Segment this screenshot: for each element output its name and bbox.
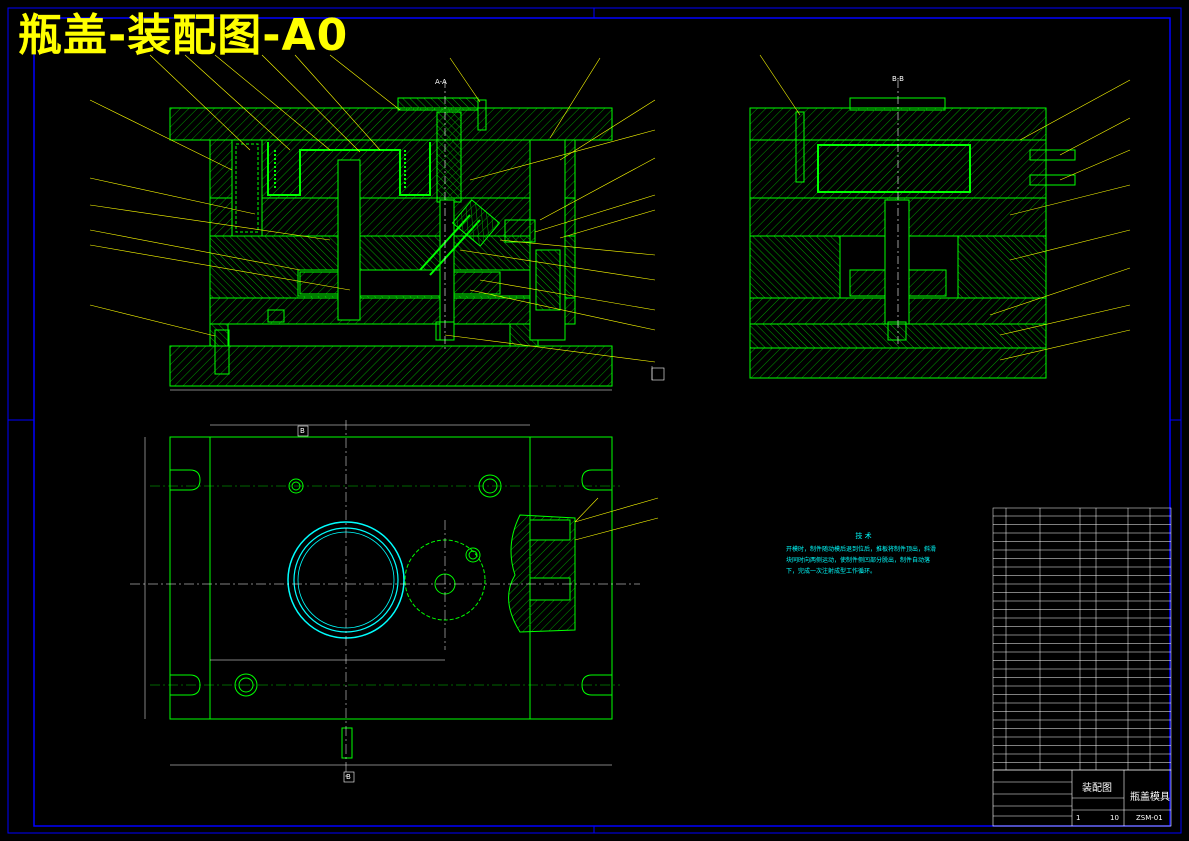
side-section-view <box>749 80 1076 379</box>
technical-notes-title: 技 术 <box>855 532 872 540</box>
sheet-frame <box>7 7 1182 834</box>
plan-section-mark-bottom: B <box>346 773 351 781</box>
front-section-label: A-A <box>435 78 447 86</box>
technical-notes-body: 开模时，制件随动模后退到位后，推板将制件顶出，斜滑块同时向两侧运动，使制件侧凹部… <box>786 546 937 575</box>
title-block-quantity: 10 <box>1110 814 1119 822</box>
parts-list-table <box>992 507 1172 771</box>
technical-notes: 技 术 开模时，制件随动模后退到位后，推板将制件顶出，斜滑块同时向两侧运动，使制… <box>786 531 941 577</box>
side-view-leaders <box>759 54 1131 361</box>
title-block-part-name: 瓶盖模具 <box>1130 792 1170 803</box>
title-block-sheet: 1 <box>1076 814 1081 822</box>
side-section-label: B-B <box>892 75 904 83</box>
title-block <box>992 769 1172 827</box>
drawing-title: 瓶盖-装配图-A0 <box>18 10 349 61</box>
front-section-view <box>169 80 665 391</box>
plan-section-mark-top: B <box>300 427 305 435</box>
front-view-leaders <box>89 54 656 363</box>
title-block-drawing-name: 装配图 <box>1082 783 1112 794</box>
title-block-drawing-number: ZSM-01 <box>1136 814 1163 822</box>
plan-view <box>130 420 659 783</box>
